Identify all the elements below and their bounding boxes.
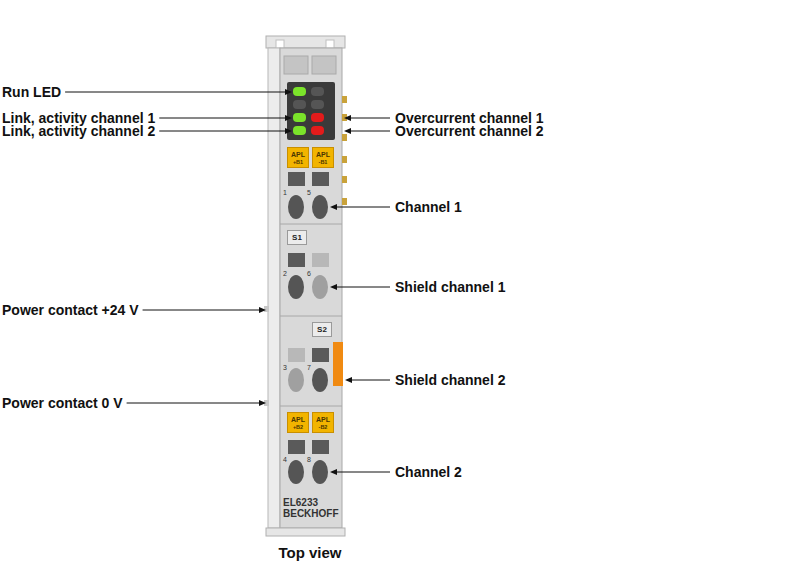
- apl-badge: APL+B2: [287, 412, 309, 433]
- badge-text: APL: [316, 416, 330, 424]
- badge-text: APL: [291, 416, 305, 424]
- callout-label: Power contact 0 V: [2, 394, 123, 412]
- leader-arrowhead: [330, 204, 337, 210]
- leader-line: [159, 131, 287, 132]
- side-contacts: [342, 96, 347, 205]
- leader-arrowhead: [259, 307, 266, 313]
- leader-line: [335, 207, 390, 208]
- badge-text: -B2: [319, 424, 328, 430]
- terminal-number: 4: [283, 456, 287, 464]
- callout-label: Power contact +24 V: [2, 301, 139, 319]
- callout-label: Shield channel 2: [395, 371, 505, 389]
- leader-arrowhead: [285, 89, 292, 95]
- leader-line: [349, 131, 390, 132]
- apl-badge: APL-B1: [312, 147, 334, 168]
- terminal-number: 2: [283, 270, 287, 278]
- shield-marker: [333, 342, 343, 386]
- leader-line: [335, 472, 390, 473]
- apl-badge: APL-B2: [312, 412, 334, 433]
- terminal-number: 7: [307, 364, 311, 372]
- callout-label: Link, activity channel 2: [2, 122, 155, 140]
- terminal-number: 5: [307, 189, 311, 197]
- badge-text: +B2: [293, 424, 303, 430]
- badge-text: +B1: [293, 159, 303, 165]
- badge-text: APL: [316, 151, 330, 159]
- callout-label: Overcurrent channel 2: [395, 122, 544, 140]
- side-rail: [268, 48, 280, 528]
- overcurrent-led: [311, 113, 324, 122]
- shield-text: S1: [292, 233, 302, 242]
- view-caption: Top view: [278, 544, 341, 561]
- badge-text: APL: [291, 151, 305, 159]
- bottom-foot: [266, 528, 345, 536]
- shield-tag: S2: [312, 322, 332, 337]
- cap-notch: [326, 40, 334, 48]
- terminal-number: 1: [283, 189, 287, 197]
- leader-arrowhead: [330, 469, 337, 475]
- leader-arrowhead: [259, 400, 266, 406]
- link-led: [293, 126, 306, 135]
- leader-arrowhead: [330, 284, 337, 290]
- apl-badge: APL+B1: [287, 147, 309, 168]
- leader-line: [127, 403, 261, 404]
- link-led: [293, 113, 306, 122]
- shield-tag: S1: [287, 230, 307, 245]
- led: [293, 100, 306, 109]
- power-contact: [264, 306, 269, 312]
- top-cap: [266, 36, 345, 48]
- callout-label: Run LED: [2, 83, 61, 101]
- led: [311, 87, 324, 96]
- terminal-number: 3: [283, 364, 287, 372]
- led-block: [287, 82, 335, 140]
- led: [311, 100, 324, 109]
- leader-line: [65, 92, 287, 93]
- callout-label: Channel 1: [395, 198, 462, 216]
- label-window: [312, 56, 336, 74]
- product-marking: BECKHOFF: [283, 508, 339, 519]
- leader-line: [350, 380, 390, 381]
- callout-label: Channel 2: [395, 463, 462, 481]
- overcurrent-led: [311, 126, 324, 135]
- terminal-number: 8: [307, 456, 311, 464]
- leader-arrowhead: [344, 128, 351, 134]
- leader-line: [159, 118, 287, 119]
- leader-arrowhead: [285, 115, 292, 121]
- leader-arrowhead: [285, 128, 292, 134]
- release-holes: [288, 195, 328, 484]
- terminal-number: 6: [307, 270, 311, 278]
- leader-line: [349, 118, 390, 119]
- run-led: [293, 87, 306, 96]
- product-marking: EL6233: [283, 497, 318, 508]
- cap-notch: [276, 40, 284, 48]
- callout-label: Shield channel 1: [395, 278, 505, 296]
- leader-arrowhead: [345, 377, 352, 383]
- leader-arrowhead: [344, 115, 351, 121]
- badge-text: -B1: [319, 159, 328, 165]
- terminal-body: [280, 48, 342, 528]
- leader-line: [335, 287, 390, 288]
- shield-text: S2: [317, 325, 327, 334]
- label-window: [284, 56, 308, 74]
- leader-line: [143, 310, 261, 311]
- module-separator: [280, 224, 342, 406]
